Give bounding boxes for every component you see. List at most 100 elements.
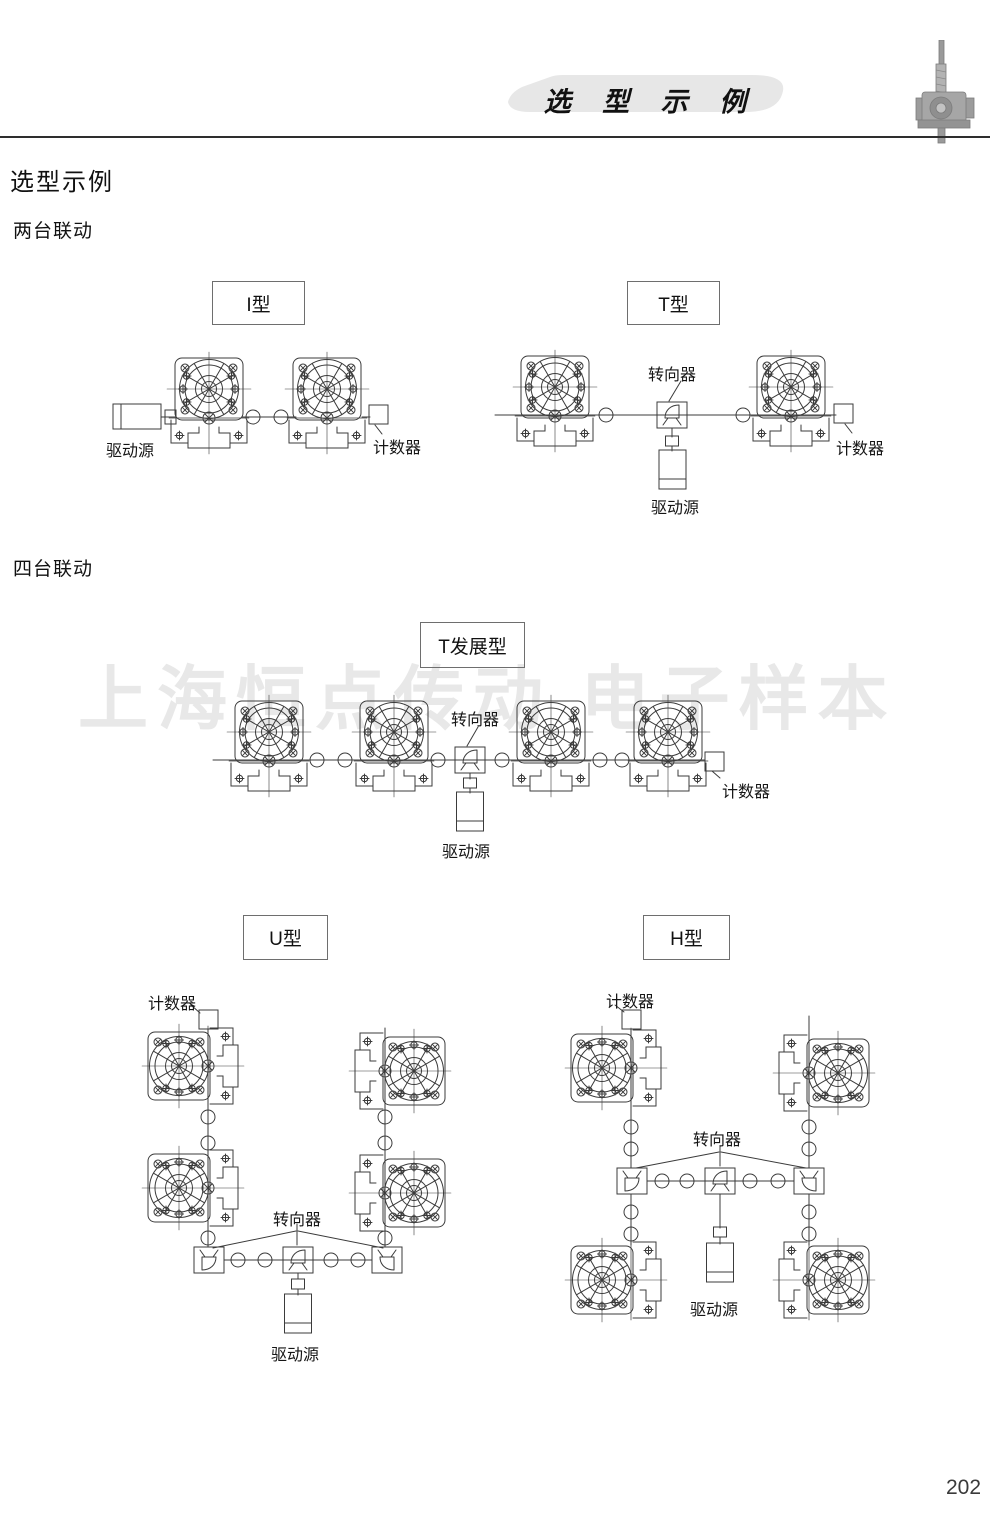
i-type-counter-label: 计数器 — [373, 440, 422, 457]
coupling-icon — [598, 407, 614, 423]
coupling-icon — [494, 752, 510, 768]
coupling-icon — [164, 409, 177, 425]
coupling-icon — [801, 1226, 817, 1242]
coupling-icon — [323, 1252, 339, 1268]
gearbox-icon — [142, 1146, 244, 1230]
u-type-drive-label: 驱动源 — [271, 1347, 320, 1364]
section-two-unit-label: 两台联动 — [13, 221, 94, 242]
coupling-icon — [273, 409, 289, 425]
coupling-icon — [654, 1173, 670, 1189]
diverter-box-icon — [616, 1167, 648, 1195]
counter-box-icon — [621, 1009, 642, 1030]
coupling-icon — [257, 1252, 273, 1268]
coupling-icon — [623, 1226, 639, 1242]
t-type-counter-label: 计数器 — [836, 441, 885, 458]
coupling-icon — [735, 407, 751, 423]
gearbox-icon — [565, 1026, 667, 1110]
coupling-icon — [713, 1226, 727, 1238]
t-type-diverter-label: 转向器 — [648, 367, 697, 384]
coupling-icon — [337, 752, 353, 768]
t-ext-type-title-box: T发展型 — [420, 622, 525, 668]
coupling-icon — [291, 1278, 305, 1290]
coupling-icon — [200, 1230, 216, 1246]
coupling-icon — [430, 752, 446, 768]
leader-line — [720, 1151, 807, 1169]
coupling-icon — [801, 1141, 817, 1157]
coupling-icon — [309, 752, 325, 768]
motor-icon — [658, 449, 687, 490]
motor-icon — [112, 403, 162, 430]
coupling-icon — [377, 1135, 393, 1151]
diverter-box-icon — [704, 1167, 736, 1195]
gearbox-icon — [142, 1024, 244, 1108]
coupling-icon — [463, 777, 477, 789]
counter-box-icon — [704, 751, 725, 772]
u-type-diverter-label: 转向器 — [273, 1212, 322, 1229]
counter-box-icon — [833, 403, 854, 424]
u-type-counter-label: 计数器 — [148, 996, 197, 1013]
motor-icon — [706, 1242, 734, 1283]
coupling-icon — [614, 752, 630, 768]
u-type-diagram — [142, 1004, 451, 1334]
gearbox-icon — [749, 350, 833, 452]
i-type-title-box: I型 — [212, 281, 305, 325]
leader-line — [844, 423, 853, 434]
coupling-icon — [623, 1204, 639, 1220]
coupling-icon — [801, 1204, 817, 1220]
gearbox-icon — [773, 1031, 875, 1115]
coupling-icon — [770, 1173, 786, 1189]
gearbox-icon — [513, 350, 597, 452]
coupling-icon — [200, 1109, 216, 1125]
page-title: 选型示例 — [10, 169, 114, 196]
t-ext-diverter-label: 转向器 — [451, 712, 500, 729]
diverter-box-icon — [282, 1246, 314, 1274]
coupling-icon — [665, 435, 679, 447]
coupling-icon — [623, 1119, 639, 1135]
gearbox-icon — [285, 352, 369, 454]
coupling-icon — [350, 1252, 366, 1268]
gearbox-icon — [773, 1238, 875, 1322]
t-ext-drive-label: 驱动源 — [442, 844, 491, 861]
diverter-box-icon — [193, 1246, 225, 1274]
gearbox-icon — [565, 1238, 667, 1322]
diverter-box-icon — [793, 1167, 825, 1195]
page-number: 202 — [946, 1476, 982, 1499]
i-type-diagram — [112, 352, 389, 454]
h-type-title-box: H型 — [643, 915, 730, 960]
i-type-drive-label: 驱动源 — [106, 443, 155, 460]
counter-box-icon — [198, 1009, 219, 1030]
header-rule — [0, 136, 990, 138]
t-type-title-box: T型 — [627, 281, 720, 325]
banner-title: 选 型 示 例 — [543, 87, 759, 117]
t-ext-counter-label: 计数器 — [722, 784, 771, 801]
coupling-icon — [230, 1252, 246, 1268]
watermark-text: 上海恒点传动 电子样本 — [78, 660, 897, 738]
section-four-unit-label: 四台联动 — [13, 559, 94, 580]
coupling-icon — [742, 1173, 758, 1189]
motor-icon — [284, 1293, 312, 1334]
gearbox-icon — [349, 1151, 451, 1235]
diverter-box-icon — [656, 401, 688, 429]
coupling-icon — [679, 1173, 695, 1189]
leader-line — [297, 1230, 384, 1249]
leader-line — [374, 424, 383, 435]
gearbox-icon — [349, 1029, 451, 1113]
leader-line — [212, 1230, 297, 1249]
diverter-box-icon — [454, 746, 486, 774]
gearbox-icon — [167, 352, 251, 454]
t-type-drive-label: 驱动源 — [651, 500, 700, 517]
screw-jack-photo-icon — [915, 40, 975, 144]
diverter-box-icon — [371, 1246, 403, 1274]
coupling-icon — [377, 1109, 393, 1125]
h-type-diverter-label: 转向器 — [693, 1132, 742, 1149]
coupling-icon — [623, 1141, 639, 1157]
u-type-title-box: U型 — [243, 915, 328, 960]
counter-box-icon — [368, 404, 389, 425]
coupling-icon — [200, 1135, 216, 1151]
coupling-icon — [592, 752, 608, 768]
h-type-counter-label: 计数器 — [606, 994, 655, 1011]
h-type-drive-label: 驱动源 — [690, 1302, 739, 1319]
leader-line — [711, 770, 721, 779]
